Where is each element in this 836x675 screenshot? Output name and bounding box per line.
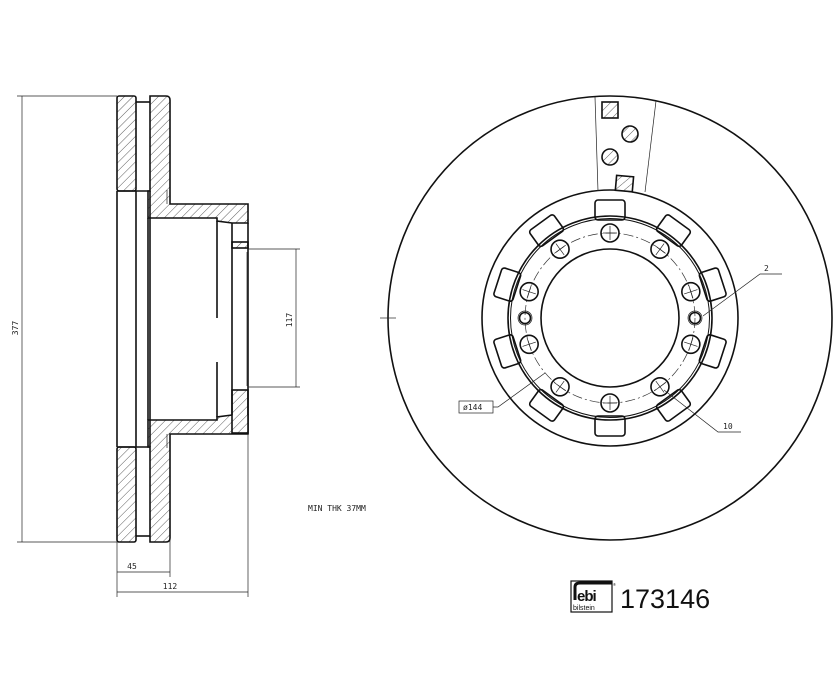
hub-tab <box>594 199 626 221</box>
vane-cutaway <box>594 96 657 193</box>
hub-tab <box>528 388 565 422</box>
febi-bilstein-logo: ebi bilstein ® <box>570 580 616 613</box>
dimension-label-377: 377 <box>11 321 20 336</box>
svg-text:bilstein: bilstein <box>573 605 595 612</box>
dimension-outer-diameter: 377 <box>11 95 117 543</box>
bolt-hole <box>650 376 670 397</box>
hub-tab <box>493 333 522 369</box>
hub-tab <box>698 333 727 369</box>
bolt-circle-label: ø144 <box>463 403 482 412</box>
flange-bottom-section <box>231 389 249 434</box>
outer-plate-bottom-section <box>116 446 137 543</box>
bolt-hole <box>550 376 570 397</box>
bolt-hole <box>681 281 701 302</box>
callout-bolt-holes: 10 <box>663 389 741 433</box>
hub-tab <box>594 415 626 437</box>
dimension-label-45: 45 <box>127 562 137 571</box>
outer-plate-top-section <box>116 95 137 192</box>
callout-label-10: 10 <box>723 422 733 431</box>
hub-outer-circle <box>481 189 739 447</box>
hub-tab <box>493 267 522 303</box>
svg-text:®: ® <box>613 582 616 587</box>
center-bore-circle <box>540 248 680 388</box>
side-section-view: 377 117 45 112 MIN THK 37MM <box>11 95 366 597</box>
vane-section-circle <box>601 148 619 166</box>
hub-tab <box>655 214 692 248</box>
callout-bolt-circle: ø144 <box>458 372 546 414</box>
callout-label-2: 2 <box>764 264 769 273</box>
bolt-hole <box>600 223 620 243</box>
inner-plate-hub-bottom-section <box>147 414 249 543</box>
dimension-label-117: 117 <box>285 313 294 328</box>
bolt-hole <box>519 334 539 355</box>
dimension-widths: 45 112 <box>116 434 249 597</box>
hub-tab <box>698 267 727 303</box>
vane-section-square <box>614 174 635 193</box>
inner-plate-hub-top-section <box>147 95 249 224</box>
front-view: 2 10 ø144 <box>380 95 833 541</box>
dimension-label-112: 112 <box>163 582 178 591</box>
bolt-hole <box>550 239 570 260</box>
small-locating-hole <box>687 310 703 326</box>
vane-section-square <box>601 101 619 119</box>
dimension-center-bore: 117 <box>248 248 300 388</box>
hub-ring-circle <box>507 215 713 421</box>
flange-top-section <box>231 241 249 249</box>
callout-small-holes: 2 <box>702 264 782 317</box>
vane-section-circle <box>621 125 639 143</box>
bolt-hole <box>681 334 701 355</box>
bolt-circle <box>524 232 696 404</box>
bolt-hole <box>600 393 620 413</box>
hub-tab <box>655 388 692 422</box>
svg-text:ebi: ebi <box>577 588 597 605</box>
part-number: 173146 <box>620 584 710 614</box>
bolt-hole <box>650 239 670 260</box>
min-thickness-note: MIN THK 37MM <box>308 504 366 513</box>
hub-tab <box>528 214 565 248</box>
bolt-hole <box>519 281 539 302</box>
small-locating-hole <box>517 310 533 326</box>
